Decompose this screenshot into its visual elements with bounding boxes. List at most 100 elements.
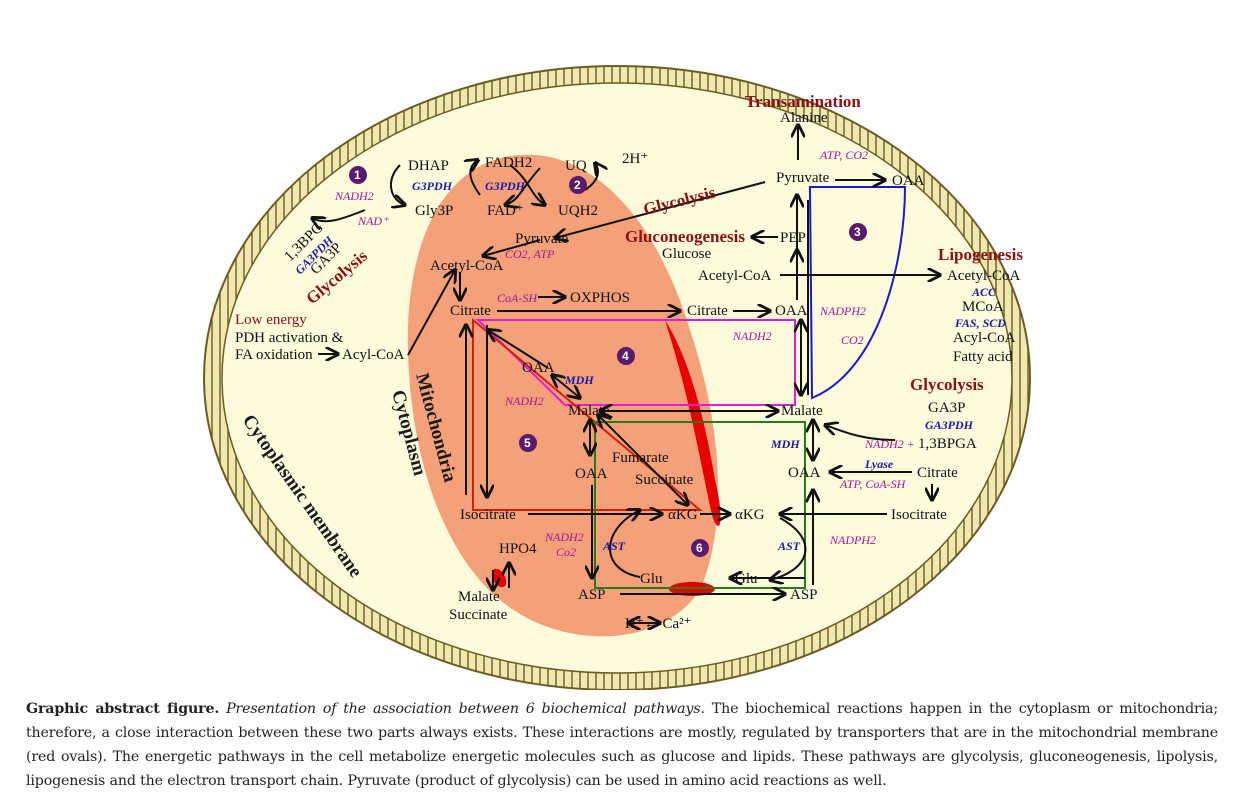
enzyme-lyase: Lyase [864, 457, 894, 471]
svg-text:5: 5 [524, 436, 531, 450]
caption-subtitle: Presentation of the association between … [226, 701, 701, 717]
pathway-3-outline [808, 186, 907, 400]
cofactor-nadh2-plus: NADH2 + [864, 437, 915, 451]
metabolite-pep: PEP [780, 230, 806, 246]
metabolite-oxphos: OXPHOS [570, 290, 630, 306]
metabolite-malate-cyto: Malate [781, 403, 823, 419]
metabolite-isocitrate-right: Isocitrate [891, 507, 947, 523]
transporter-right [665, 320, 721, 527]
caption-title: Graphic abstract figure. [26, 701, 220, 717]
cofactor-co2-b: Co2 [556, 545, 576, 559]
metabolite-succinate-bottom: Succinate [449, 607, 508, 623]
figure-caption: Graphic abstract figure. Presentation of… [26, 697, 1218, 793]
metabolite-fumarate: Fumarate [612, 450, 669, 466]
enzyme-ast-cyto: AST [777, 539, 801, 553]
metabolite-uqh2: UQH2 [558, 203, 598, 219]
metabolite-glu-mito: Glu [640, 571, 663, 587]
note-pdh-activation: PDH activation & [235, 330, 344, 346]
metabolite-mcoa: MCoA [962, 299, 1004, 315]
metabolite-fatty-acid: Fatty acid [953, 349, 1013, 365]
note-fa-oxidation: FA oxidation [235, 347, 313, 363]
cofactor-nadph2-top: NADPH2 [819, 304, 866, 318]
cofactor-nad-1: NAD⁺ [357, 214, 390, 228]
enzyme-ga3pdh-right: GA3PDH [925, 418, 974, 432]
metabolite-malate-mito: Malate [568, 403, 610, 419]
metabolite-akg-mito: αKG [668, 507, 698, 523]
transamination-title: Transamination [745, 92, 861, 111]
metabolite-pyruvate-mito: Pyruvate [515, 231, 569, 247]
caption-body: . The biochemical reactions happen in th… [26, 701, 1218, 789]
metabolite-h-ca: H⁺↔ Ca²⁺ [625, 616, 692, 632]
cofactor-nadph2-bottom: NADPH2 [829, 533, 876, 547]
metabolite-uq: UQ [565, 158, 587, 174]
svg-text:1: 1 [354, 168, 361, 182]
metabolite-alanine: Alanine [780, 110, 828, 126]
metabolite-ga3p-right: GA3P [928, 400, 966, 416]
enzyme-ast-mito: AST [602, 539, 626, 553]
metabolite-pyruvate-cyto: Pyruvate [776, 170, 830, 186]
metabolite-13bpga: 1,3BPGA [918, 436, 977, 452]
metabolite-citrate-cyto: Citrate [687, 303, 728, 319]
enzyme-mdh-cyto: MDH [770, 437, 800, 451]
metabolite-acetylcoa-lipo: Acetyl-CoA [947, 268, 1020, 284]
metabolite-hpo4: HPO4 [499, 541, 537, 557]
glycolysis-title-right: Glycolysis [910, 375, 984, 394]
enzyme-g3pdh-1: G3PDH [412, 179, 453, 193]
metabolite-labels: DHAP Gly3P FADH2 FAD⁺ UQ UQH2 2H⁺ 1,3BPG… [282, 110, 1021, 632]
gluconeogenesis-title: Gluconeogenesis [625, 227, 745, 246]
metabolite-succinate: Succinate [635, 472, 694, 488]
pathway-4-outline [475, 319, 796, 406]
pathway-badge-2: 2 [569, 176, 587, 194]
svg-text:3: 3 [854, 225, 861, 239]
lipogenesis-title: Lipogenesis [938, 245, 1023, 264]
cofactor-co2-right: CO2 [841, 333, 864, 347]
note-low-energy: Low energy [235, 312, 307, 328]
cofactor-atp-coash: ATP, CoA-SH [839, 477, 907, 491]
cofactor-labels: NADH2 NAD⁺ CO2, ATP CoA-SH NADH2 NADH2 C… [334, 148, 915, 559]
metabolite-oaa-top: OAA [892, 173, 925, 189]
svg-text:6: 6 [696, 541, 703, 555]
enzyme-fas-scd: FAS, SCD [954, 316, 1006, 330]
metabolite-acetylcoa-cyto: Acetyl-CoA [698, 268, 771, 284]
pathway-badge-1: 1 [349, 166, 367, 184]
metabolite-citrate-right: Citrate [917, 465, 958, 481]
enzyme-mdh-mito: MDH [564, 373, 594, 387]
metabolite-acylcoa-left: Acyl-CoA [342, 347, 405, 363]
svg-text:4: 4 [622, 349, 629, 363]
metabolite-2h: 2H⁺ [622, 151, 648, 167]
metabolite-oaa-cyto2: OAA [788, 465, 821, 481]
pathway-badge-5: 5 [519, 434, 537, 452]
pathway-6-outline [594, 421, 806, 589]
metabolite-fad: FAD⁺ [487, 203, 524, 219]
metabolite-glucose: Glucose [662, 246, 711, 262]
metabolite-oaa-mito2: OAA [575, 466, 608, 482]
metabolite-asp-mito: ASP [578, 587, 606, 603]
metabolite-acetylcoa-mito: Acetyl-CoA [430, 258, 503, 274]
cofactor-atp-co2: ATP, CO2 [819, 148, 868, 162]
cofactor-nadh2-a: NADH2 [544, 530, 584, 544]
cofactor-co2-atp: CO2, ATP [505, 247, 555, 261]
cofactor-coash: CoA-SH [497, 291, 538, 305]
pathway-badge-6: 6 [691, 539, 709, 557]
metabolite-dhap: DHAP [408, 158, 449, 174]
metabolite-glu-cyto: Glu [735, 571, 758, 587]
metabolite-citrate-mito: Citrate [450, 303, 491, 319]
svg-text:2: 2 [574, 178, 581, 192]
metabolite-akg-cyto: αKG [735, 507, 765, 523]
enzyme-g3pdh-2: G3PDH [485, 179, 526, 193]
enzyme-acc: ACC [971, 285, 997, 299]
metabolite-asp-cyto: ASP [790, 587, 818, 603]
pathway-badge-3: 3 [849, 223, 867, 241]
metabolite-oaa-mito: OAA [522, 360, 555, 376]
metabolite-isocitrate-mito: Isocitrate [460, 507, 516, 523]
pathway-badge-4: 4 [617, 347, 635, 365]
metabolite-malate-bottom: Malate [458, 589, 500, 605]
metabolite-gly3p: Gly3P [415, 203, 453, 219]
reaction-arrows [312, 125, 940, 623]
cofactor-nadh2-1: NADH2 [334, 189, 374, 203]
cofactor-nadh2-mito: NADH2 [504, 394, 544, 408]
cofactor-nadh2-cyto: NADH2 [732, 329, 772, 343]
metabolite-fadh2: FADH2 [485, 155, 532, 171]
metabolite-oaa-cyto: OAA [775, 303, 808, 319]
metabolite-acylcoa-lipo: Acyl-CoA [953, 330, 1016, 346]
